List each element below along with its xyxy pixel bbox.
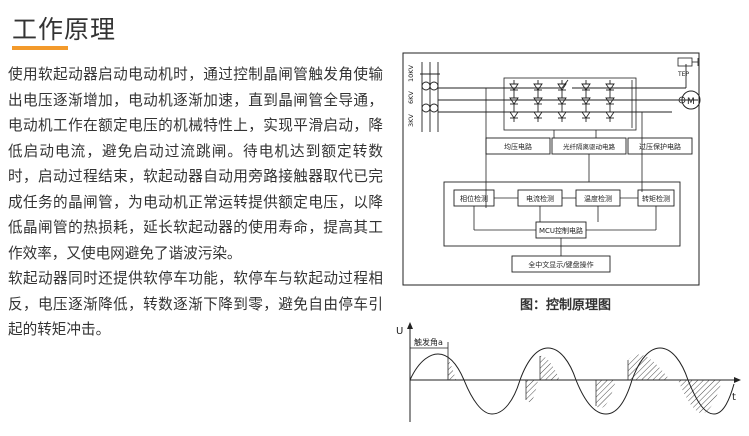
conduction-area-4 bbox=[596, 380, 616, 409]
voltage-label-3kv: 3KV bbox=[407, 114, 415, 127]
block-fiber-driver-label: 光纤隔离驱动电路 bbox=[563, 142, 616, 151]
conduction-area-2 bbox=[526, 380, 538, 403]
voltage-waveform: U t 触发角a bbox=[396, 322, 741, 422]
paragraph-1: 使用软起动器启动电动机时，通过控制晶闸管触发角使输出电压逐渐增加，电动机逐渐加速… bbox=[8, 66, 383, 262]
conduction-area-6 bbox=[678, 380, 722, 414]
block-torque-detect-label: 转矩检测 bbox=[642, 194, 670, 203]
tep-label: TEP bbox=[677, 71, 689, 78]
conduction-area-1 bbox=[448, 358, 456, 380]
input-switch-symbols bbox=[420, 62, 440, 132]
x-axis-label: t bbox=[732, 392, 736, 403]
motor-icon: M bbox=[672, 90, 701, 110]
block-equalizing-label: 均压电路 bbox=[504, 142, 532, 151]
voltage-label-6kv: 6KV bbox=[407, 91, 415, 104]
main-bus bbox=[438, 64, 687, 113]
voltage-label-10kv: 10KV bbox=[407, 64, 415, 82]
block-display bbox=[511, 255, 611, 273]
article-body: 使用软起动器启动电动机时，通过控制晶闸管触发角使输出电压逐渐增加，电动机逐渐加速… bbox=[8, 62, 383, 343]
voltage-labels: 3KV 6KV 10KV bbox=[407, 64, 415, 127]
motor-label: M bbox=[687, 97, 695, 107]
block-current-detect-label: 电流检测 bbox=[526, 194, 554, 203]
block-phase-detect-label: 相位检测 bbox=[460, 194, 488, 203]
block-temp-detect-label: 温度检测 bbox=[584, 194, 612, 203]
control-principle-diagram: 3KV 6KV 10KV TEP bbox=[402, 52, 701, 286]
conduction-area-3 bbox=[540, 355, 560, 380]
y-axis-label: U bbox=[396, 326, 403, 337]
block-overvoltage bbox=[627, 137, 693, 155]
page-title: 工作原理 bbox=[12, 15, 117, 44]
diagram-caption: 图：控制原理图 bbox=[520, 298, 612, 313]
thyristor-stacks bbox=[503, 77, 637, 131]
control-frame bbox=[443, 181, 681, 247]
block-overvoltage-label: 过压保护电路 bbox=[639, 142, 681, 151]
tep-ground-icon: TEP bbox=[677, 57, 699, 78]
conduction-area-5 bbox=[628, 354, 670, 380]
block-equalizing bbox=[485, 137, 551, 155]
trigger-angle-label: 触发角a bbox=[414, 337, 443, 347]
sine-curve bbox=[409, 347, 735, 415]
diagram-frame bbox=[402, 52, 700, 286]
block-display-label: 全中文显示/键盘操作 bbox=[528, 260, 593, 269]
title-underline bbox=[12, 46, 68, 50]
block-mcu-label: MCU控制电路 bbox=[539, 226, 583, 235]
paragraph-2: 软起动器同时还提供软停车功能，软停车与软起动过程相反，电压逐渐降低，转数逐渐下降… bbox=[8, 270, 383, 338]
